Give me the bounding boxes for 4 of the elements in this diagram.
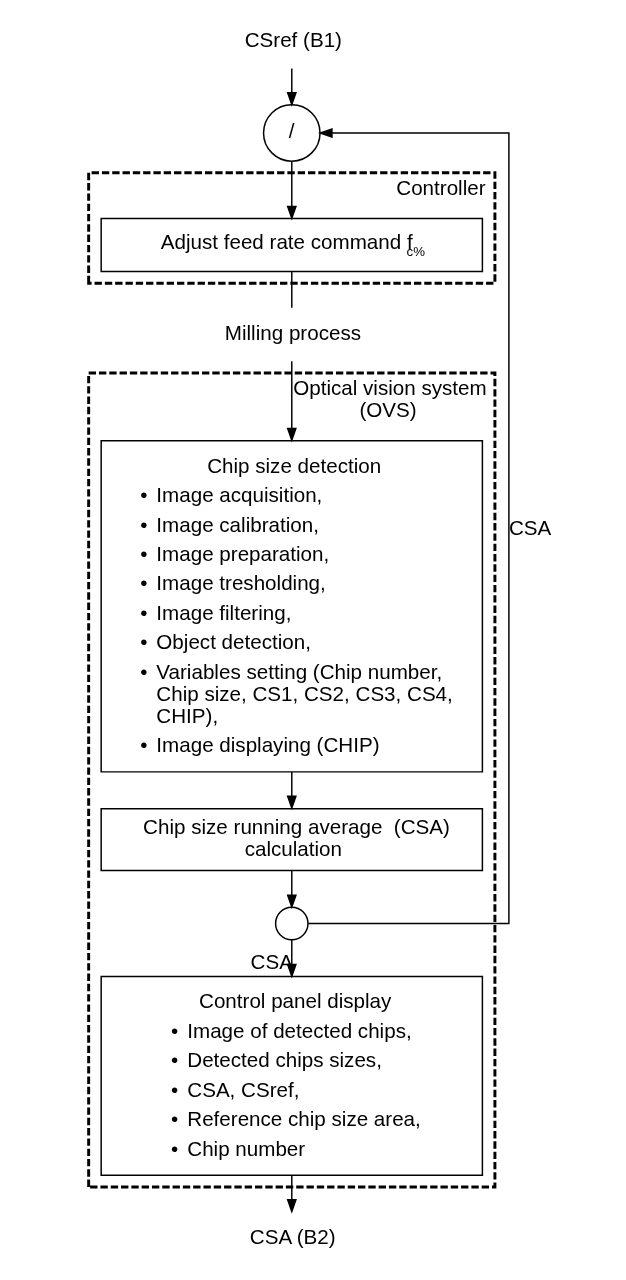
- node-text: Milling process: [224, 321, 361, 345]
- node-text: CSref (B1): [244, 27, 342, 51]
- edge-label: CSA: [508, 515, 551, 539]
- node-text: CSA (B2): [249, 1224, 336, 1248]
